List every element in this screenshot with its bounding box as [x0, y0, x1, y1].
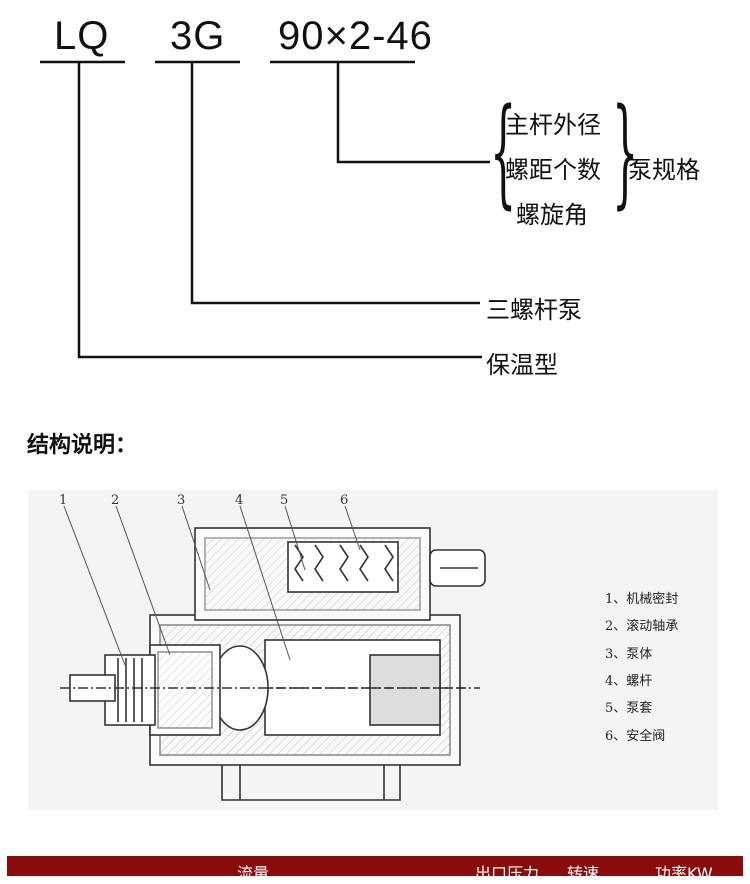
spec-line-diameter: 主杆外径	[505, 111, 601, 139]
spec-line-angle: 螺旋角	[516, 201, 588, 229]
connector-3g	[190, 62, 480, 305]
drawing-number-1: 1	[59, 493, 68, 508]
connector-spec	[336, 62, 490, 164]
seal-block	[104, 654, 156, 726]
code-part-spec: 90×2-46	[278, 14, 433, 58]
legend-item-5: 5、泵套	[605, 701, 653, 716]
table-header-flow: 流量	[237, 864, 270, 883]
pump-foot	[221, 763, 401, 801]
section-heading: 结构说明：	[27, 433, 138, 458]
drawing-number-2: 2	[111, 493, 120, 508]
spec-close-brace: }	[612, 82, 639, 220]
table-header-speed: 转速	[567, 864, 600, 883]
code-part-lq: LQ	[54, 14, 110, 58]
code-part-3g: 3G	[170, 14, 226, 58]
legend-item-4: 4、螺杆	[605, 674, 653, 689]
table-header-bar: 流量 出口压力 转速 功率KW	[7, 856, 743, 883]
legend-item-6: 6、安全阀	[605, 729, 666, 744]
label-three-screw-pump: 三螺杆泵	[486, 296, 582, 324]
table-header-outlet-pressure: 出口压力	[475, 864, 540, 883]
valve-spring	[294, 544, 394, 582]
connector-lq	[77, 62, 482, 359]
drawing-number-6: 6	[340, 493, 349, 508]
spec-open-brace: {	[490, 82, 517, 220]
pump-cross-section	[28, 490, 718, 810]
table-header-power: 功率KW	[655, 864, 713, 883]
drawing-number-5: 5	[280, 493, 289, 508]
legend-item-3: 3、泵体	[605, 647, 653, 662]
legend-item-1: 1、机械密封	[605, 592, 679, 607]
drawing-number-3: 3	[177, 493, 186, 508]
spec-label: 泵规格	[628, 156, 700, 184]
code-connector-lines	[40, 60, 490, 359]
legend-item-2: 2、滚动轴承	[605, 619, 679, 634]
spec-line-pitch: 螺距个数	[505, 156, 601, 184]
label-insulated-type: 保温型	[486, 351, 558, 379]
drawing-number-4: 4	[235, 493, 244, 508]
